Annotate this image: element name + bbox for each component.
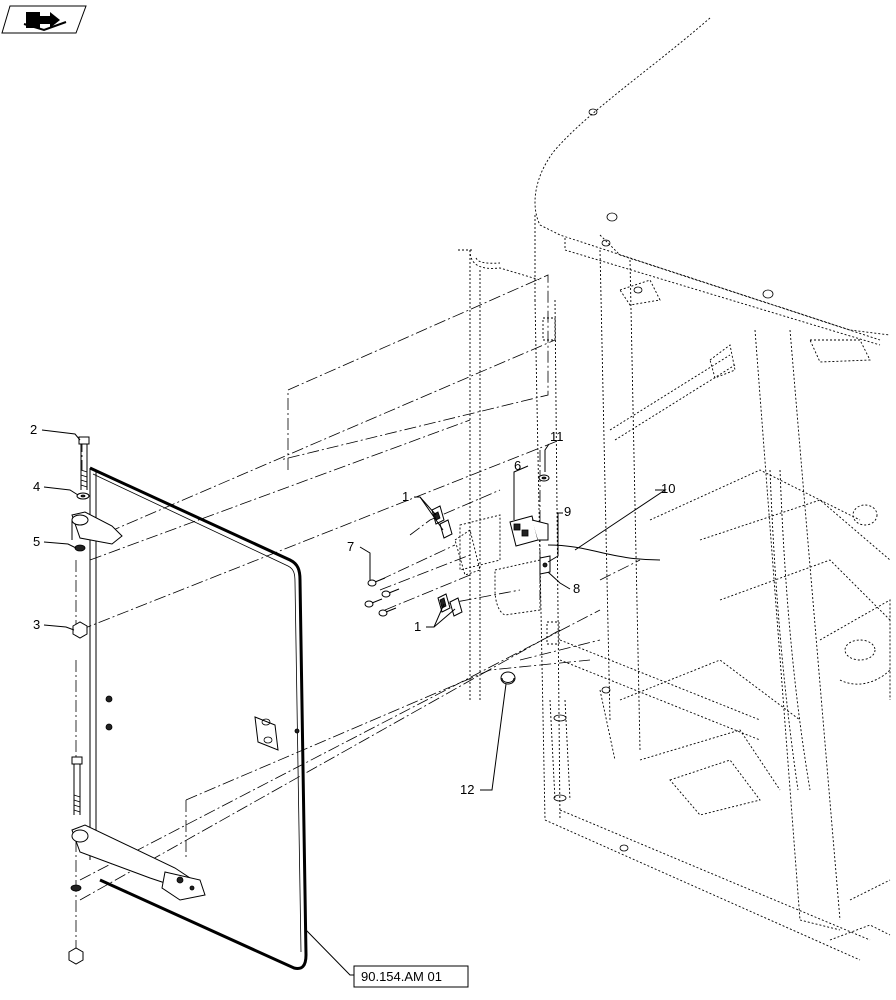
- callout-10[interactable]: 10: [661, 481, 675, 496]
- clip-lower: [437, 593, 463, 617]
- callout-12[interactable]: 12: [460, 782, 474, 797]
- reference-label: 90.154.AM 01: [361, 969, 442, 984]
- callout-11[interactable]: 11: [550, 429, 564, 444]
- callout-5[interactable]: 5: [33, 534, 40, 549]
- plug-item-12: [500, 671, 516, 685]
- callout-1-lower[interactable]: 1: [414, 619, 421, 634]
- callout-6[interactable]: 6: [514, 458, 521, 473]
- screws: [364, 577, 400, 617]
- cab-grab-handle: [458, 249, 560, 700]
- callout-3[interactable]: 3: [33, 617, 40, 632]
- lock-washer-top: [74, 544, 86, 552]
- nut-bottom: [68, 947, 84, 965]
- top-hinge: [71, 511, 123, 545]
- latch-assembly: [454, 514, 661, 616]
- hinge-bolt-top: [78, 436, 90, 490]
- leader-lines: [41, 429, 667, 791]
- assembly-lines: [75, 274, 641, 950]
- callout-4[interactable]: 4: [33, 479, 40, 494]
- callout-8[interactable]: 8: [573, 581, 580, 596]
- cab-frame: [534, 17, 891, 961]
- bottom-hinge: [71, 824, 206, 901]
- door-panel: [89, 466, 308, 970]
- book-with-arrow-icon[interactable]: [1, 5, 87, 34]
- hinge-bolt-bottom: [71, 756, 83, 815]
- washer-top-hole: [80, 494, 86, 498]
- callout-2[interactable]: 2: [30, 422, 37, 437]
- callout-1-upper[interactable]: 1: [402, 489, 409, 504]
- clip-upper: [431, 505, 453, 539]
- nut-top: [72, 621, 88, 639]
- washer-item-11-hole: [541, 476, 547, 480]
- reference-link[interactable]: 90.154.AM 01: [305, 929, 469, 988]
- callout-7[interactable]: 7: [347, 539, 354, 554]
- callout-9[interactable]: 9: [564, 504, 571, 519]
- lock-washer-bottom: [70, 884, 82, 892]
